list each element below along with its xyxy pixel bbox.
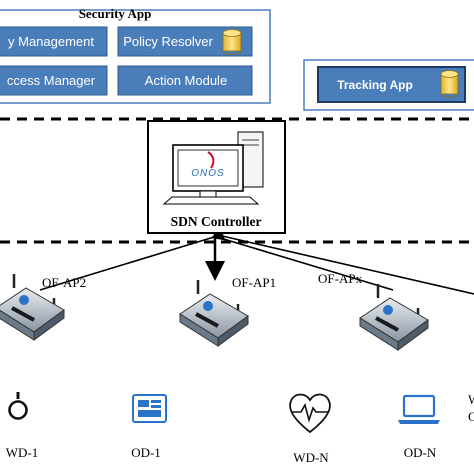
- partial-w-label: W: [468, 392, 474, 407]
- tracking-app-label: Tracking App: [337, 78, 413, 92]
- policy-resolver-module[interactable]: Policy Resolver: [117, 26, 253, 57]
- access-manager-module[interactable]: ccess Manager: [0, 65, 108, 96]
- sdn-controller-node[interactable]: ONOS SDN Controller: [147, 120, 286, 234]
- router-icon: [179, 280, 249, 347]
- smartwatch-icon: [8, 392, 28, 420]
- ap1-label: OF-AP1: [232, 275, 276, 290]
- device-wd-1[interactable]: WD-1: [6, 392, 39, 460]
- policy-management-module[interactable]: y Management: [0, 26, 108, 57]
- policy-resolver-label: Policy Resolver: [123, 34, 213, 49]
- tracking-app-module[interactable]: Tracking App: [317, 66, 466, 103]
- action-module[interactable]: Action Module: [117, 65, 253, 96]
- controller-links: [39, 228, 474, 295]
- device-od-n[interactable]: OD-N: [398, 394, 440, 460]
- onos-logo-text: ONOS: [191, 168, 224, 179]
- heart-monitor-icon: [289, 393, 331, 434]
- device-partial[interactable]: W O: [468, 392, 474, 424]
- device-od-1[interactable]: OD-1: [131, 394, 167, 460]
- device-wd-n[interactable]: WD-N: [289, 393, 331, 465]
- od-n-label: OD-N: [404, 445, 437, 460]
- action-module-label: Action Module: [145, 73, 227, 88]
- laptop-icon: [398, 394, 440, 424]
- link-ap2: [39, 228, 226, 291]
- ap2-label: OF-AP2: [42, 275, 86, 290]
- controller-label: SDN Controller: [171, 214, 262, 229]
- router-icon: [0, 274, 65, 341]
- computer-icon: ONOS: [162, 131, 264, 205]
- link-edge: [217, 234, 474, 295]
- od-1-label: OD-1: [131, 445, 161, 460]
- partial-o-label: O: [468, 409, 474, 424]
- wd-n-label: WD-N: [293, 450, 329, 465]
- router-icon: [359, 284, 429, 351]
- access-point-apx[interactable]: OF-APx: [318, 271, 429, 351]
- security-app-panel: Security App y Management Policy Resolve…: [0, 6, 271, 104]
- link-apx: [216, 236, 394, 291]
- policy-management-label: y Management: [8, 34, 94, 49]
- tracking-app-panel: Tracking App: [303, 59, 474, 111]
- access-point-ap1[interactable]: OF-AP1: [179, 275, 276, 347]
- apx-label: OF-APx: [318, 271, 363, 286]
- access-manager-label: ccess Manager: [7, 73, 96, 88]
- wd-1-label: WD-1: [6, 445, 39, 460]
- access-point-ap2[interactable]: OF-AP2: [0, 274, 86, 341]
- tablet-icon: [132, 394, 167, 423]
- database-icon: [222, 29, 242, 55]
- security-app-title: Security App: [79, 6, 152, 21]
- database-icon: [440, 70, 459, 98]
